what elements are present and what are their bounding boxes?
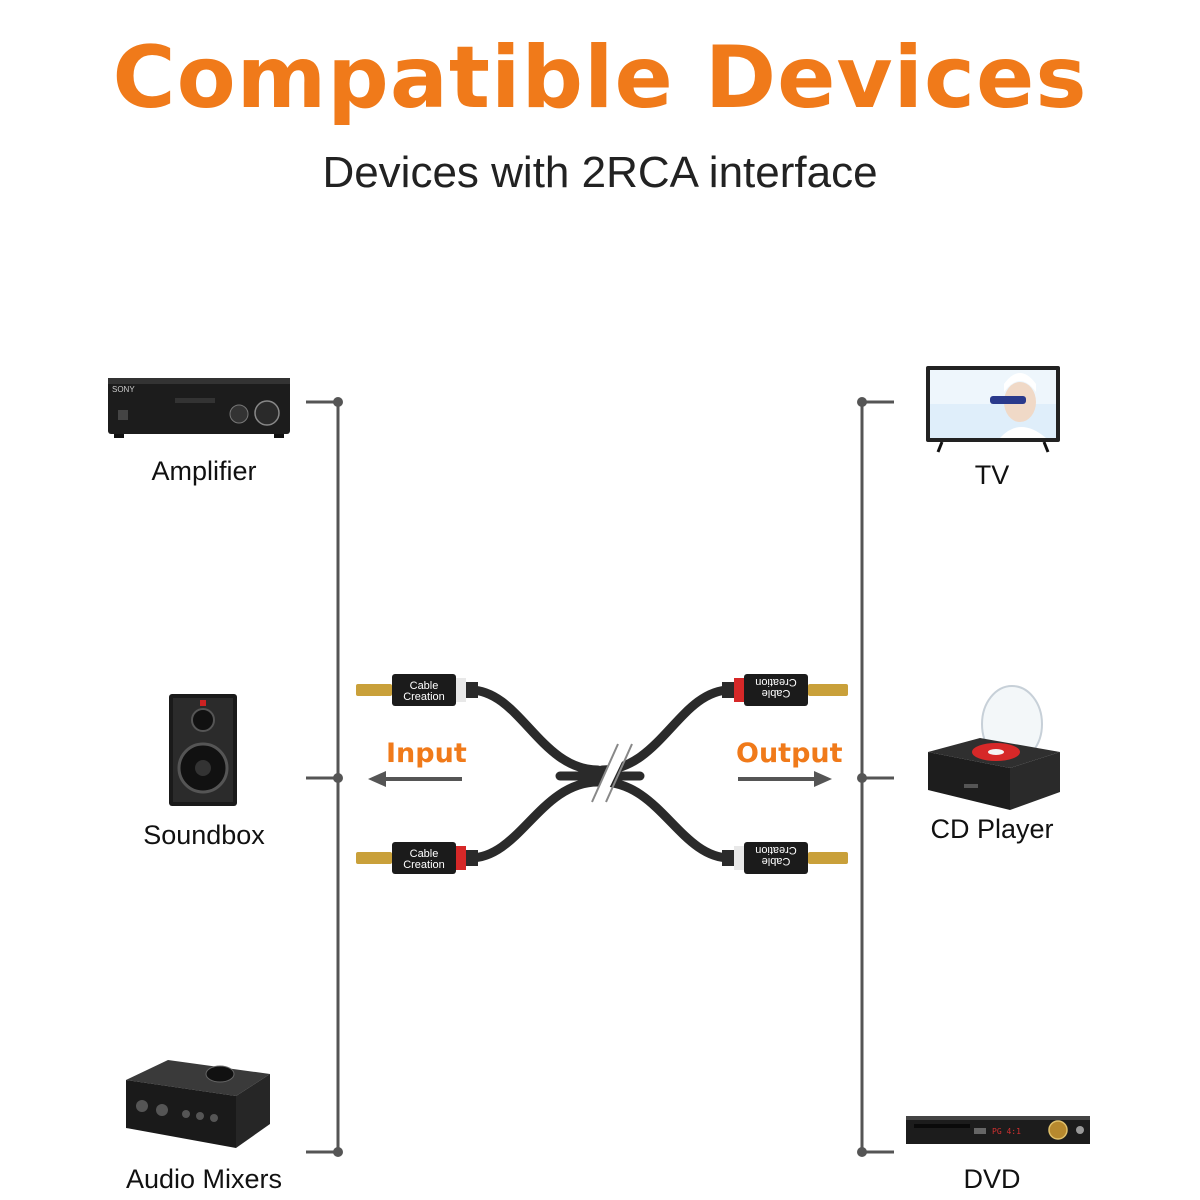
right-bracket-dots [857,397,867,1157]
page-subtitle: Devices with 2RCA interface [322,148,878,197]
plug-brand-line2: Creation [755,676,797,688]
input-arrow-icon [368,771,462,787]
device-label-audio-mixers: Audio Mixers [125,1164,283,1194]
plug-brand-line2: Creation [755,844,797,856]
rca-cable [465,685,735,863]
cd-player-icon [928,685,1060,810]
device-label-cd-player: CD Player [930,814,1054,844]
plug-brand-line2: Creation [403,859,445,871]
left-bracket-dots [333,397,343,1157]
rca-plug-left-top [356,674,478,706]
rca-plug-left-bottom [356,842,478,874]
device-label-dvd: DVD [963,1164,1021,1194]
output-arrow-icon [738,771,832,787]
dvd-player-icon: PG 4:1 [906,1116,1090,1144]
speaker-icon [169,694,237,806]
plug-brand-line1: Cable [410,680,439,692]
amplifier-icon: SONY [108,378,290,438]
plug-brand-line1: Cable [762,855,791,867]
tv-icon [926,366,1060,453]
rca-plug-right-bottom [722,842,848,874]
audio-mixer-icon [126,1060,270,1148]
plug-brand-line1: Cable [410,848,439,860]
rca-plug-right-top [722,674,848,706]
page-title: Compatible Devices [112,28,1088,128]
amp-brand-text: SONY [112,385,135,394]
plug-brand-line2: Creation [403,691,445,703]
output-label: Output [736,738,843,769]
cable-cut-mark [593,743,629,803]
plug-brand-line1: Cable [762,687,791,699]
input-label: Input [386,738,467,769]
device-label-soundbox: Soundbox [143,820,265,850]
device-label-tv: TV [974,460,1010,490]
dvd-display-text: PG 4:1 [992,1127,1021,1136]
device-label-amplifier: Amplifier [151,456,257,486]
